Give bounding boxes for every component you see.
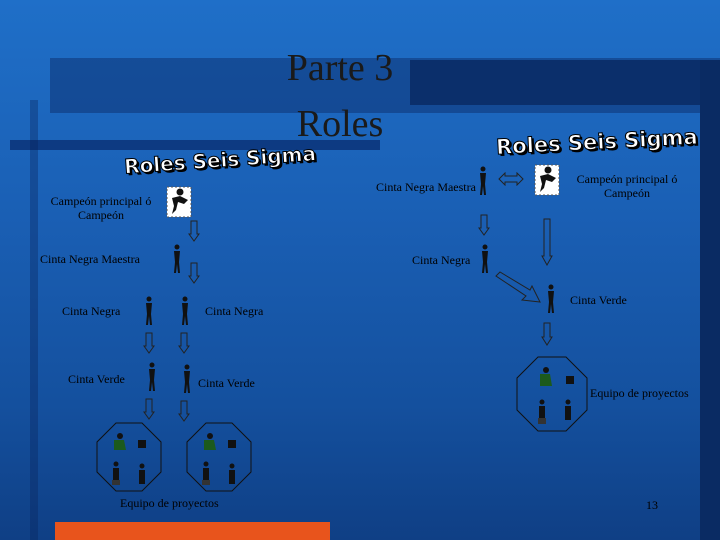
right-project-team-label: Equipo de proyectos	[590, 386, 689, 400]
person-figure-icon	[184, 364, 190, 393]
person-figure-icon	[548, 284, 554, 313]
right-black-belt-label: Cinta Negra	[412, 253, 471, 267]
right-master-black-belt-label: Cinta Negra Maestra	[376, 180, 476, 194]
team-group-icon	[96, 422, 162, 492]
right-heading: Roles Seis Sigma	[495, 124, 699, 160]
left-project-team-label: Equipo de proyectos	[120, 496, 219, 510]
left-green-belt-1-label: Cinta Verde	[68, 372, 125, 386]
down-arrow-icon	[541, 218, 553, 266]
deco-bar-right-edge	[700, 60, 720, 540]
deco-bar-title-underline	[10, 140, 380, 150]
champion-figure-icon	[534, 164, 560, 196]
person-figure-icon	[174, 244, 180, 273]
slide-title-line2: Roles	[296, 103, 384, 145]
right-green-belt-label: Cinta Verde	[570, 293, 627, 307]
deco-bar-bottom-orange	[55, 522, 330, 540]
down-arrow-icon	[188, 262, 200, 284]
diagonal-arrow-icon	[495, 271, 541, 303]
down-arrow-icon	[143, 332, 155, 354]
down-arrow-icon	[478, 214, 490, 236]
deco-bar-left-vertical	[30, 100, 38, 540]
down-arrow-icon	[143, 398, 155, 420]
left-black-belt-1-label: Cinta Negra	[62, 304, 121, 318]
left-green-belt-2-label: Cinta Verde	[198, 376, 255, 390]
down-arrow-icon	[178, 400, 190, 422]
down-arrow-icon	[188, 220, 200, 242]
person-figure-icon	[182, 296, 188, 325]
person-figure-icon	[149, 362, 155, 391]
champion-figure-icon	[166, 186, 192, 218]
right-champion-label: Campeón principal ó Campeón	[576, 172, 678, 200]
double-arrow-icon	[498, 172, 524, 186]
slide-title-line1: Parte 3	[286, 47, 394, 89]
left-champion-label: Campeón principal ó Campeón	[50, 194, 152, 222]
person-figure-icon	[146, 296, 152, 325]
page-number: 13	[646, 498, 658, 512]
team-group-icon	[186, 422, 252, 492]
down-arrow-icon	[541, 322, 553, 346]
person-figure-icon	[482, 244, 488, 273]
person-figure-icon	[480, 166, 486, 195]
deco-bar-right-block	[410, 60, 720, 105]
down-arrow-icon	[178, 332, 190, 354]
left-master-black-belt-label: Cinta Negra Maestra	[40, 252, 140, 266]
team-group-icon	[516, 356, 588, 432]
left-black-belt-2-label: Cinta Negra	[205, 304, 264, 318]
